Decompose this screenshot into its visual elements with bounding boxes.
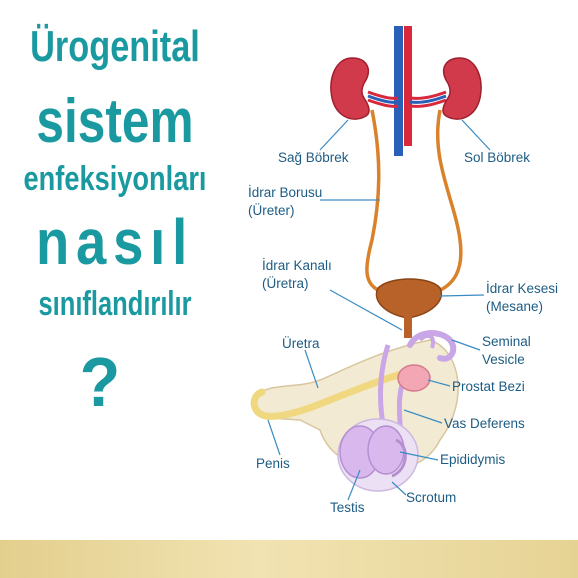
leader-penis: [267, 419, 281, 456]
label-epididymis: Epididymis: [440, 452, 506, 467]
leader-sol-bobrek: [461, 119, 491, 151]
label-scrotum: Scrotum: [406, 490, 456, 505]
testis-left: [367, 425, 405, 475]
epididymis: [391, 438, 407, 478]
renal-vessels-right: [367, 90, 399, 108]
renal-vein-right: [367, 94, 399, 104]
leader-idrar-kanali: [329, 289, 403, 331]
penile-urethra: [250, 388, 324, 420]
title-line-3: enfeksiyonları: [23, 160, 207, 198]
label-uretra: Üretra: [282, 336, 320, 351]
footer-band: [0, 540, 578, 578]
leader-idrar-kesesi: [439, 294, 485, 297]
label-sol-bobrek: Sol Böbrek: [464, 150, 530, 165]
label-seminal-1: Seminal: [482, 334, 531, 349]
title-line-4: nasıl: [36, 206, 194, 278]
left-ureter: [435, 109, 463, 294]
label-idrar-kanali-1: İdrar Kanalı: [262, 258, 332, 273]
label-sag-bobrek: Sağ Böbrek: [278, 150, 349, 165]
title-line-1: Ürogenital: [30, 22, 200, 71]
leader-epididymis: [399, 451, 439, 461]
leader-scrotum: [391, 481, 407, 496]
label-penis: Penis: [256, 456, 290, 471]
right-kidney: [330, 57, 370, 120]
vena-cava: [394, 26, 403, 156]
label-testis: Testis: [330, 500, 365, 515]
renal-vein-left: [409, 94, 447, 104]
title-line-5: sınıflandırılır: [38, 285, 192, 323]
bladder-neck: [404, 316, 412, 338]
label-idrar-borusu-1: İdrar Borusu: [248, 185, 322, 200]
leader-testis: [347, 469, 361, 501]
label-idrar-borusu-2: (Üreter): [248, 203, 295, 218]
leader-vas-deferens: [403, 409, 443, 424]
leader-seminal: [451, 339, 481, 351]
aorta: [404, 26, 412, 146]
label-idrar-kesesi-1: İdrar Kesesi: [486, 281, 558, 296]
bladder: [375, 278, 443, 319]
label-vas-deferens: Vas Deferens: [444, 416, 525, 431]
label-prostat: Prostat Bezi: [452, 379, 525, 394]
question-mark: ?: [79, 343, 121, 421]
leader-prostat: [427, 379, 451, 387]
prostate: [397, 364, 431, 392]
seminal-vesicle: [407, 330, 457, 362]
left-kidney: [442, 57, 482, 120]
label-idrar-kanali-2: (Üretra): [262, 276, 309, 291]
renal-vessels-left: [409, 90, 447, 108]
leader-sag-bobrek: [319, 119, 349, 151]
label-seminal-2: Vesicle: [482, 352, 525, 367]
title-line-2: sistem: [36, 87, 194, 156]
label-idrar-kesesi-2: (Mesane): [486, 299, 543, 314]
leader-uretra: [304, 349, 319, 389]
seminal-vesicle-inner: [418, 333, 435, 349]
right-ureter: [365, 109, 383, 294]
